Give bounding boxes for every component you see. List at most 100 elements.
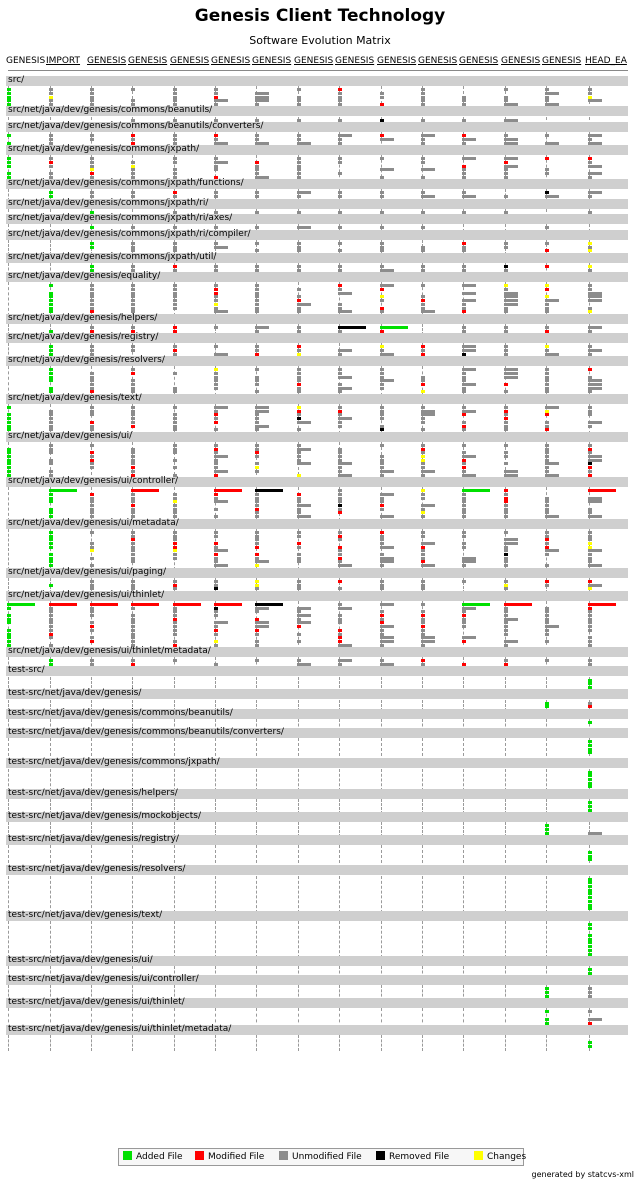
file-mark-modified	[338, 628, 342, 632]
file-mark-unmodified	[173, 553, 177, 557]
file-mark-added	[49, 583, 53, 587]
file-mark-unmodified	[545, 390, 549, 394]
file-mark-unmodified	[588, 625, 592, 629]
file-mark-unmodified	[214, 534, 218, 538]
file-mark-unmodified	[380, 553, 384, 557]
column-gridline	[422, 920, 423, 959]
file-mark-unmodified	[131, 302, 135, 306]
file-mark-unmodified	[504, 210, 508, 214]
file-mark-added	[588, 884, 592, 888]
file-mark-unmodified	[131, 447, 135, 451]
file-mark-unmodified	[90, 564, 94, 568]
file-mark-changes	[90, 549, 94, 553]
file-mark-unmodified	[173, 420, 177, 424]
file-mark-unmodified	[297, 168, 301, 172]
file-mark-unmodified	[380, 462, 384, 466]
file-mark-unmodified	[588, 291, 602, 295]
column-gridline	[8, 239, 9, 256]
file-mark-unmodified	[462, 545, 466, 549]
legend-item: Removed File	[376, 1151, 449, 1162]
file-mark-unmodified	[255, 462, 259, 466]
file-mark-unmodified	[173, 639, 177, 643]
legend-item: Modified File	[195, 1151, 264, 1162]
file-mark-unmodified	[504, 141, 518, 145]
file-mark-unmodified	[380, 473, 384, 477]
file-mark-unmodified	[338, 473, 352, 477]
file-mark-unmodified	[421, 549, 425, 553]
file-mark-unmodified	[173, 406, 177, 410]
file-mark-removed	[338, 504, 342, 508]
file-mark-changes	[545, 295, 549, 299]
column-gridline	[505, 768, 506, 792]
file-mark-unmodified	[214, 500, 228, 504]
legend-item: Unmodified File	[279, 1151, 362, 1162]
file-mark-unmodified	[504, 88, 508, 92]
column-label: GENESIS	[294, 56, 334, 66]
file-mark-unmodified	[462, 556, 476, 560]
directory-label: test-src/net/java/dev/genesis/ui/thinlet…	[8, 1023, 232, 1034]
file-mark-added	[588, 720, 592, 724]
file-mark-added	[588, 903, 592, 907]
file-mark-unmodified	[173, 659, 177, 663]
column-gridline	[422, 323, 423, 336]
file-mark-unmodified	[90, 406, 94, 410]
file-mark-unmodified	[131, 534, 135, 538]
file-mark-unmodified	[90, 284, 94, 288]
file-mark-unmodified	[131, 507, 135, 511]
column-gridline	[339, 768, 340, 792]
file-mark-unmodified	[131, 560, 135, 564]
file-mark-unmodified	[504, 538, 518, 542]
file-mark-unmodified	[504, 587, 508, 591]
directory-label: test-src/net/java/dev/genesis/ui/	[8, 954, 153, 965]
file-mark-unmodified	[380, 579, 384, 583]
file-mark-unmodified	[90, 659, 94, 663]
file-mark-unmodified	[545, 134, 549, 138]
file-mark-unmodified	[49, 91, 53, 95]
file-mark-changes	[421, 455, 425, 459]
file-mark-unmodified	[545, 99, 549, 103]
file-mark-unmodified	[255, 348, 259, 352]
file-mark-unmodified	[545, 541, 549, 545]
file-mark-unmodified	[338, 659, 352, 663]
file-mark-unmodified	[545, 368, 549, 372]
file-mark-added	[462, 602, 490, 606]
file-mark-added	[588, 952, 592, 956]
file-mark-modified	[173, 329, 177, 333]
file-mark-unmodified	[588, 91, 592, 95]
file-mark-changes	[545, 409, 549, 413]
file-mark-unmodified	[255, 345, 259, 349]
file-mark-modified	[90, 329, 94, 333]
file-mark-unmodified	[588, 424, 592, 428]
file-mark-unmodified	[173, 134, 177, 138]
column-gridline	[339, 366, 340, 397]
column-gridline	[339, 1035, 340, 1051]
file-mark-unmodified	[90, 462, 94, 466]
file-mark-unmodified	[297, 621, 311, 625]
file-mark-unmodified	[173, 515, 177, 519]
file-mark-unmodified	[462, 617, 466, 621]
file-mark-unmodified	[380, 632, 384, 636]
file-mark-unmodified	[49, 469, 53, 473]
file-mark-unmodified	[173, 306, 177, 310]
file-mark-unmodified	[255, 103, 259, 107]
column-gridline	[589, 404, 590, 435]
file-mark-unmodified	[462, 291, 476, 295]
file-mark-unmodified	[90, 515, 94, 519]
file-mark-unmodified	[462, 348, 476, 352]
file-mark-unmodified	[255, 530, 259, 534]
file-mark-unmodified	[421, 583, 425, 587]
file-mark-unmodified	[338, 348, 352, 352]
file-mark-added	[545, 1017, 549, 1021]
file-mark-unmodified	[421, 88, 425, 92]
file-mark-unmodified	[131, 299, 135, 303]
file-mark-unmodified	[255, 299, 259, 303]
file-mark-changes	[588, 241, 592, 245]
file-mark-added	[7, 447, 11, 451]
directory-label: test-src/net/java/dev/genesis/ui/thinlet…	[8, 997, 185, 1008]
file-mark-modified	[421, 560, 425, 564]
file-mark-unmodified	[90, 621, 94, 625]
file-mark-unmodified	[297, 662, 311, 666]
file-mark-added	[545, 991, 549, 995]
file-mark-unmodified	[173, 284, 177, 288]
file-mark-unmodified	[545, 549, 559, 553]
